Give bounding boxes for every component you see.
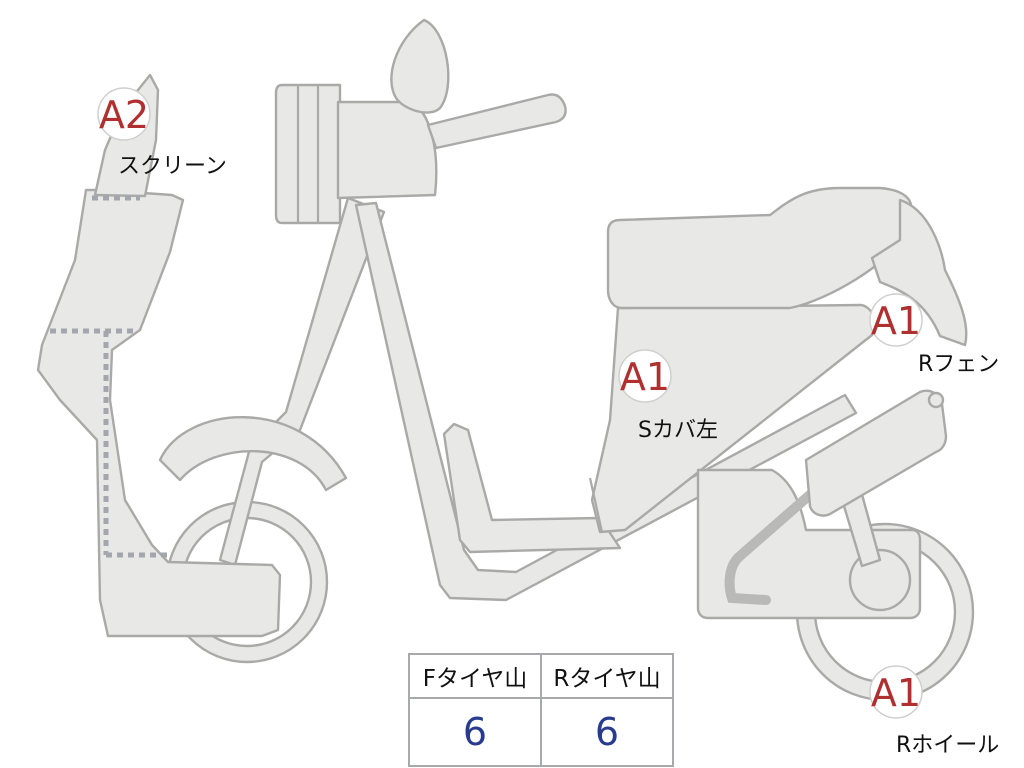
front-fender xyxy=(158,416,348,492)
code-side-cover-left: A1 xyxy=(620,355,670,399)
front-fork xyxy=(218,196,386,567)
marker-rear-wheel: A1 Rホイール xyxy=(869,665,999,758)
rear-tread-value: 6 xyxy=(540,697,674,767)
exhaust-pipe xyxy=(724,481,825,605)
headlight xyxy=(274,83,342,225)
frame-tube xyxy=(354,201,858,602)
label-rear-wheel: Rホイール xyxy=(896,733,999,758)
code-rear-wheel: A1 xyxy=(871,671,921,715)
handlebar-cover xyxy=(336,100,438,200)
air-filter xyxy=(804,389,948,517)
tire-tread-table: Fタイヤ山 Rタイヤ山 6 6 xyxy=(408,653,674,767)
front-tread-value: 6 xyxy=(408,697,542,767)
code-screen: A2 xyxy=(99,93,149,137)
tread-value-row: 6 6 xyxy=(408,697,674,767)
marker-screen: A2 スクリーン xyxy=(97,87,227,179)
front-tread-header: Fタイヤ山 xyxy=(408,653,542,699)
marker-side-cover-left: A1 Sカバ左 xyxy=(618,349,718,443)
rear-tread-header: Rタイヤ山 xyxy=(540,653,674,699)
label-rear-fender: Rフェン xyxy=(918,352,999,377)
label-side-cover-left: Sカバ左 xyxy=(638,418,718,443)
seat xyxy=(606,186,913,310)
front-leg-shield xyxy=(36,188,282,638)
label-screen: スクリーン xyxy=(118,154,227,179)
marker-rear-fender: A1 Rフェン xyxy=(869,293,999,377)
code-rear-fender: A1 xyxy=(871,299,921,343)
rear-fender-shape xyxy=(870,198,968,347)
mirror xyxy=(390,18,450,114)
tread-header-row: Fタイヤ山 Rタイヤ山 xyxy=(408,653,674,699)
handlebar-grip xyxy=(426,93,567,150)
